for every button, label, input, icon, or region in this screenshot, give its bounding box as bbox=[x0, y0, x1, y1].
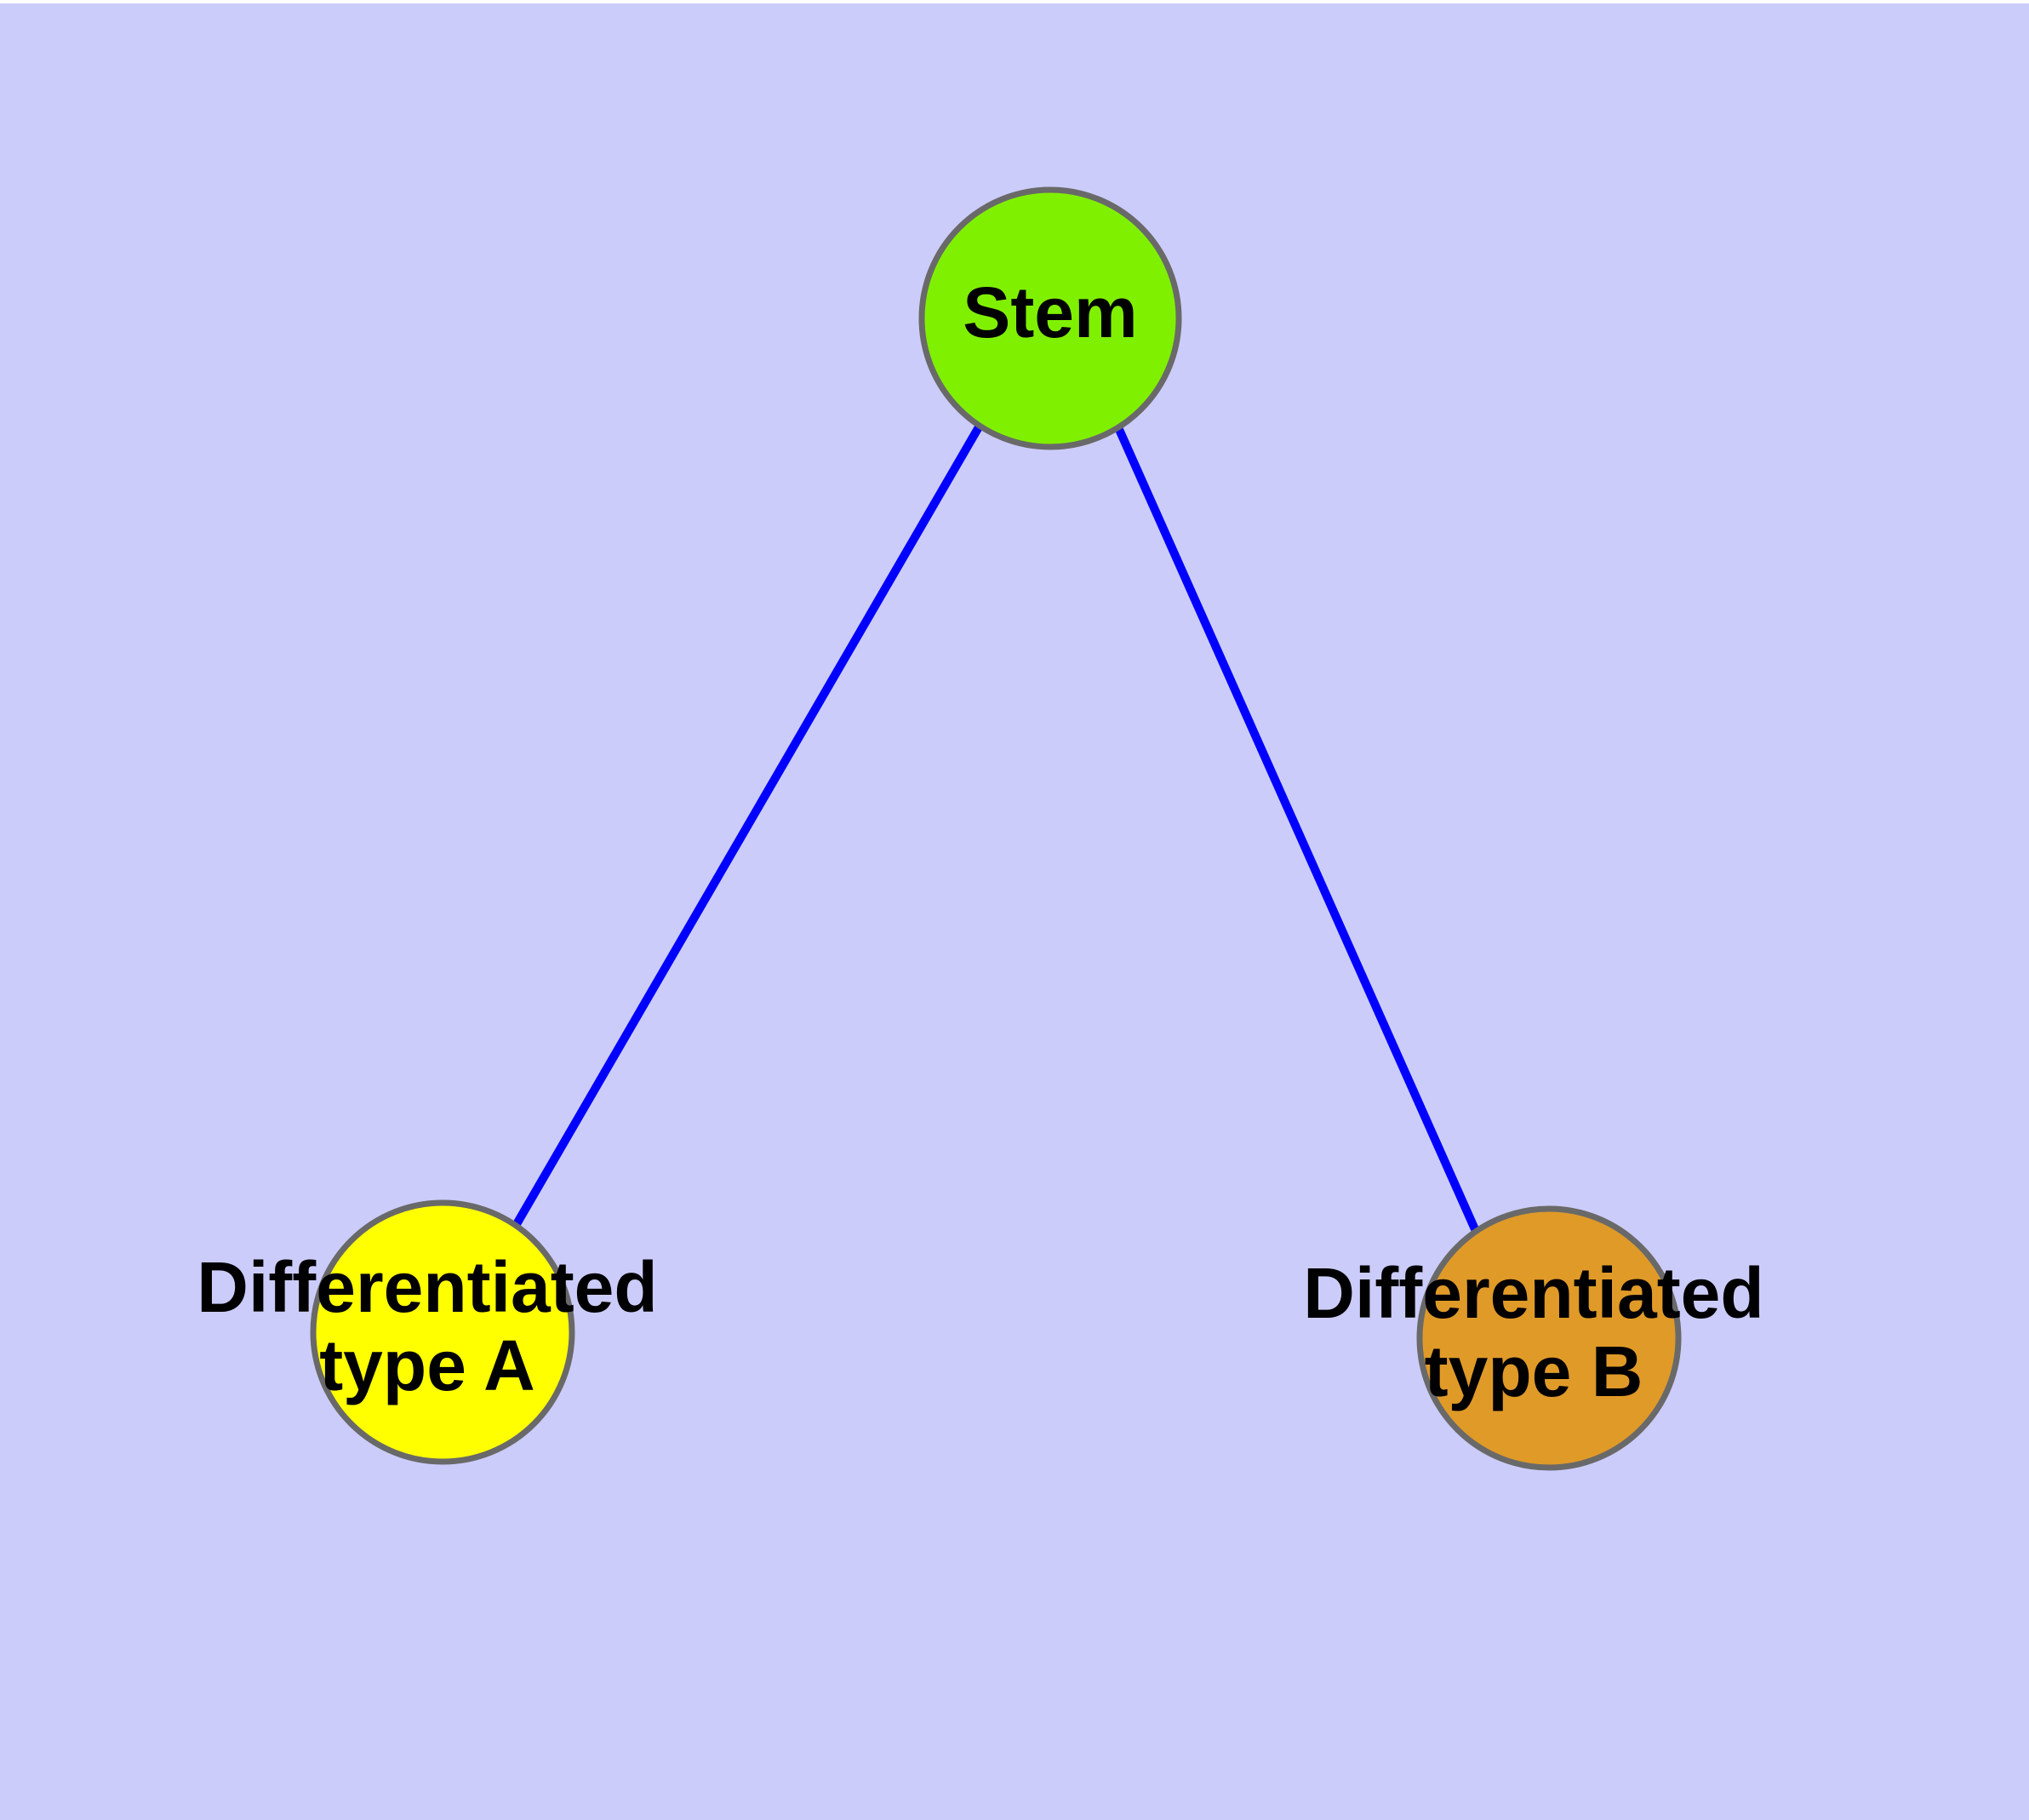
nodes-layer bbox=[310, 186, 1682, 1471]
edge-stem-to-diff_b[interactable] bbox=[1113, 423, 1479, 1232]
node-label-line: type B bbox=[1425, 1331, 1643, 1411]
node-label-line: Stem bbox=[963, 272, 1137, 352]
node-stem[interactable] bbox=[918, 186, 1182, 450]
edge-stem-to-diff_a[interactable] bbox=[512, 423, 984, 1227]
node-label-line: type A bbox=[319, 1325, 535, 1405]
node-diff_a[interactable] bbox=[310, 1199, 575, 1465]
edges-layer bbox=[512, 423, 1479, 1232]
node-label-stem: Stem bbox=[963, 272, 1137, 352]
node-label-line: Differentiated bbox=[1303, 1253, 1763, 1333]
node-diff_b[interactable] bbox=[1416, 1205, 1682, 1471]
node-label-line: Differentiated bbox=[197, 1247, 657, 1327]
